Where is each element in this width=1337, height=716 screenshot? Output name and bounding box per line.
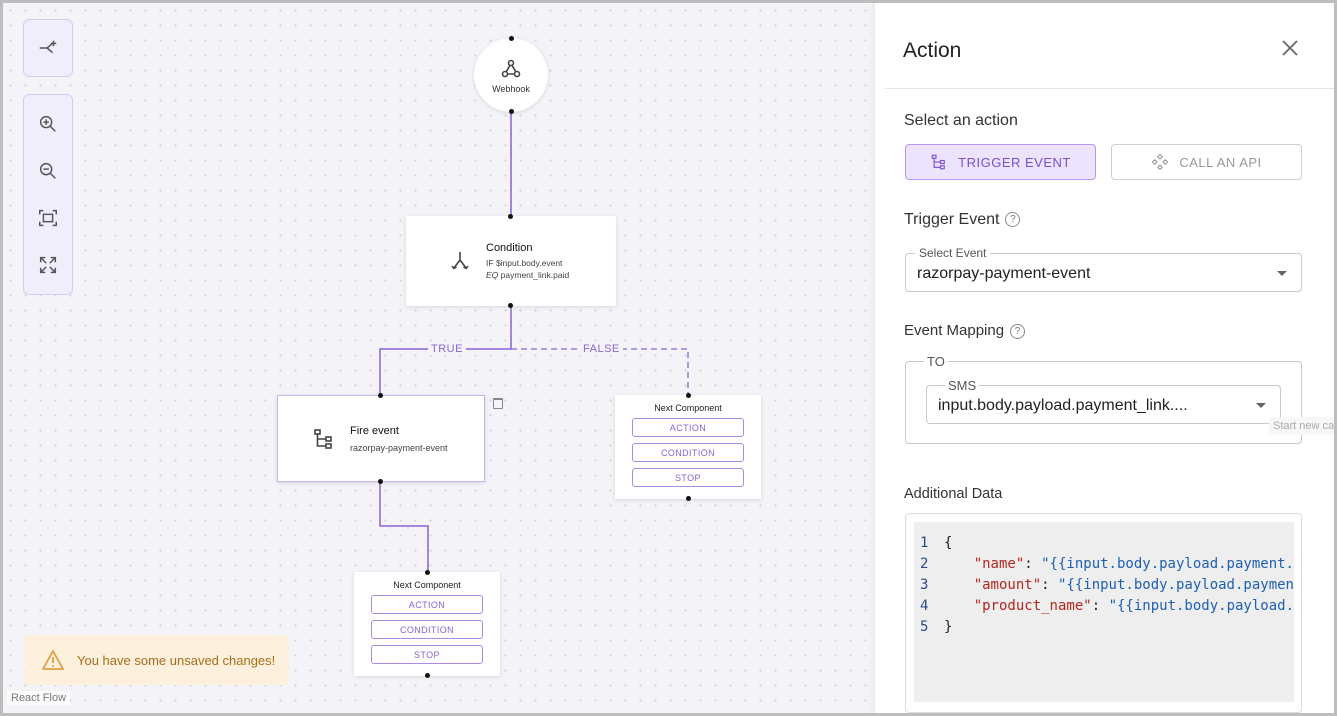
node-handle[interactable] xyxy=(425,570,430,575)
zoom-in-icon xyxy=(39,116,56,133)
condition-eq-line: EQ payment_link.paid xyxy=(486,269,570,280)
webhook-node[interactable]: Webhook xyxy=(474,36,548,114)
select-event-value: razorpay-payment-event xyxy=(917,265,1091,282)
next-component-title: Next Component xyxy=(393,580,461,590)
code-line: 1{ xyxy=(920,535,953,551)
toolbar-zoom xyxy=(23,94,73,295)
additional-data-heading: Additional Data xyxy=(904,486,1003,502)
fullscreen-button[interactable] xyxy=(28,245,68,285)
next-condition-button[interactable]: CONDITION xyxy=(632,443,744,462)
panel-title: Action xyxy=(903,39,962,62)
mapping-to-group: TO SMS input.body.payload.payment_link..… xyxy=(905,354,1302,444)
zoom-in-button[interactable] xyxy=(28,104,68,144)
toolbar-layout xyxy=(23,19,73,77)
edge-label-false: FALSE xyxy=(580,343,623,355)
node-handle[interactable] xyxy=(508,214,513,219)
condition-title: Condition xyxy=(486,241,533,254)
warning-icon xyxy=(42,650,64,670)
flow-canvas[interactable]: TRUE FALSE Webhook xyxy=(3,3,875,713)
close-button[interactable] xyxy=(1279,37,1301,59)
webhook-label: Webhook xyxy=(492,83,530,94)
api-icon xyxy=(1152,153,1169,171)
node-handle[interactable] xyxy=(378,479,383,484)
next-component-node: Next Component ACTION CONDITION STOP xyxy=(615,393,761,501)
select-event-dropdown[interactable]: Select Event razorpay-payment-event xyxy=(905,246,1302,292)
code-line: 2 "name": "{{input.body.payload.payment. xyxy=(920,556,1294,572)
next-action-button[interactable]: ACTION xyxy=(371,595,483,614)
help-icon[interactable]: ? xyxy=(1010,323,1026,339)
node-handle[interactable] xyxy=(509,36,514,41)
dropdown-caret-icon xyxy=(1256,403,1266,408)
edge-label-true: TRUE xyxy=(428,343,466,355)
toast-message: You have some unsaved changes! xyxy=(77,652,276,668)
condition-if-line: IF $input.body.event xyxy=(486,257,563,268)
fit-view-button[interactable] xyxy=(28,198,68,238)
select-action-heading: Select an action xyxy=(904,112,1018,129)
next-condition-button[interactable]: CONDITION xyxy=(371,620,483,639)
header-divider xyxy=(885,88,1334,89)
node-handle[interactable] xyxy=(378,393,383,398)
zoom-out-icon xyxy=(39,163,56,179)
fire-event-title: Fire event xyxy=(350,424,399,437)
start-new-hint: Start new ca xyxy=(1269,417,1334,435)
mapping-to-legend: TO xyxy=(924,354,948,369)
fork-icon xyxy=(451,252,469,270)
hierarchy-icon xyxy=(314,428,332,449)
next-action-button[interactable]: ACTION xyxy=(632,418,744,437)
hierarchy-icon xyxy=(931,154,945,170)
zoom-out-button[interactable] xyxy=(28,151,68,191)
delete-node-icon[interactable] xyxy=(493,398,503,409)
trigger-event-label: TRIGGER EVENT xyxy=(958,154,1071,170)
sms-legend: SMS xyxy=(945,378,980,393)
next-stop-button[interactable]: STOP xyxy=(371,645,483,664)
code-line: 5} xyxy=(920,619,953,635)
node-handle[interactable] xyxy=(508,303,513,308)
code-line: 4 "product_name": "{{input.body.payload. xyxy=(920,598,1294,614)
action-panel: Action Select an action TRIGGER EVENT CA… xyxy=(875,3,1334,713)
help-icon[interactable]: ? xyxy=(1005,212,1021,228)
fire-event-subtitle: razorpay-payment-event xyxy=(350,442,448,453)
fire-event-node[interactable]: Fire event razorpay-payment-event xyxy=(277,393,485,484)
close-icon xyxy=(1282,40,1298,56)
unsaved-changes-toast: You have some unsaved changes! xyxy=(25,635,289,685)
fit-view-icon xyxy=(39,209,57,226)
webhook-icon xyxy=(501,59,521,77)
code-line: 3 "amount": "{{input.body.payload.paymen xyxy=(920,577,1294,593)
sms-mapping-value: input.body.payload.payment_link.... xyxy=(938,397,1188,414)
sms-mapping-dropdown[interactable]: SMS input.body.payload.payment_link.... xyxy=(926,378,1281,424)
call-api-label: CALL AN API xyxy=(1179,154,1262,170)
call-api-button[interactable]: CALL AN API xyxy=(1111,144,1302,180)
event-mapping-heading: Event Mapping? xyxy=(904,322,1026,339)
code-editor[interactable]: 1{ 2 "name": "{{input.body.payload.payme… xyxy=(914,522,1294,702)
trigger-event-button[interactable]: TRIGGER EVENT xyxy=(905,144,1096,180)
additional-data-editor[interactable]: 1{ 2 "name": "{{input.body.payload.payme… xyxy=(905,513,1302,713)
condition-node[interactable]: Condition IF $input.body.event EQ paymen… xyxy=(406,214,616,308)
node-handle[interactable] xyxy=(686,393,691,398)
node-handle[interactable] xyxy=(686,496,691,501)
next-component-node: Next Component ACTION CONDITION STOP xyxy=(354,570,500,678)
select-event-legend: Select Event xyxy=(915,246,991,260)
react-flow-attribution[interactable]: React Flow xyxy=(7,691,71,705)
node-handle[interactable] xyxy=(425,673,430,678)
auto-layout-button[interactable] xyxy=(28,28,68,68)
next-stop-button[interactable]: STOP xyxy=(632,468,744,487)
next-component-title: Next Component xyxy=(654,403,722,413)
expand-icon xyxy=(39,256,57,273)
branch-add-icon xyxy=(39,40,57,54)
node-handle[interactable] xyxy=(509,109,514,114)
trigger-event-heading: Trigger Event? xyxy=(904,211,1021,229)
dropdown-caret-icon xyxy=(1277,271,1287,276)
